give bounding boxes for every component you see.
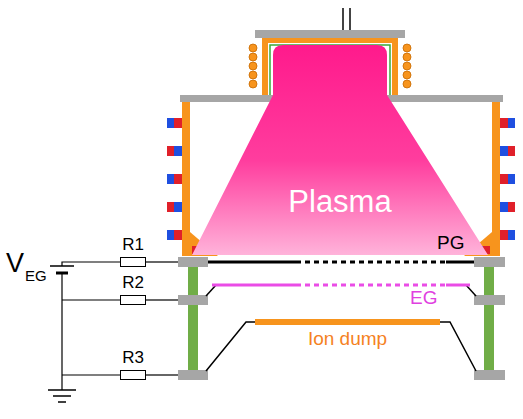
extraction-grid bbox=[212, 284, 296, 287]
magnet bbox=[167, 118, 174, 128]
dump-support bbox=[206, 322, 256, 371]
ion-dump: Ion dump bbox=[255, 319, 440, 350]
magnet bbox=[167, 230, 174, 240]
plasma-grid bbox=[446, 261, 474, 264]
chamber-wall bbox=[492, 102, 500, 256]
plasma-shape bbox=[192, 45, 488, 255]
plasma-grid bbox=[208, 261, 296, 264]
magnet bbox=[500, 202, 508, 212]
ground-symbol bbox=[58, 401, 66, 403]
resistor-symbol: R2 bbox=[118, 274, 148, 305]
wire bbox=[61, 273, 62, 390]
magnet bbox=[167, 174, 174, 184]
magnet bbox=[508, 174, 515, 184]
magnet bbox=[500, 118, 508, 128]
wire bbox=[62, 374, 120, 375]
magnet bbox=[508, 202, 515, 212]
chamber-plate bbox=[387, 95, 503, 102]
extraction-grid bbox=[446, 284, 470, 287]
rf-coil bbox=[403, 71, 411, 79]
rf-coil bbox=[403, 44, 411, 52]
dump-support bbox=[440, 322, 476, 371]
magnet bbox=[174, 230, 182, 240]
magnet bbox=[174, 118, 182, 128]
chamber-wall bbox=[182, 102, 190, 256]
wire bbox=[62, 262, 120, 266]
magnet bbox=[174, 146, 182, 156]
rf-coil bbox=[403, 80, 411, 88]
extraction-grid bbox=[296, 284, 446, 287]
ground-flange bbox=[178, 370, 208, 380]
plasma-shape bbox=[190, 43, 490, 257]
driver-wall bbox=[262, 38, 398, 43]
rf-coil bbox=[249, 44, 257, 52]
insulator bbox=[484, 267, 494, 295]
resistor-symbol: R3 bbox=[118, 349, 148, 380]
ground-symbol bbox=[48, 389, 76, 391]
rf-coil bbox=[249, 71, 257, 79]
insulator bbox=[188, 305, 198, 370]
resistor-label: R2 bbox=[118, 274, 148, 293]
rf-coil bbox=[249, 53, 257, 61]
chamber-plate bbox=[180, 95, 273, 102]
eg-flange bbox=[474, 295, 505, 305]
grid-label: PG bbox=[437, 233, 464, 254]
rf-coil bbox=[403, 53, 411, 61]
grid-label: EG bbox=[410, 288, 437, 309]
wire bbox=[146, 374, 178, 375]
magnet bbox=[174, 174, 182, 184]
wire bbox=[146, 299, 178, 300]
component-label: Ion dump bbox=[255, 329, 440, 350]
rf-coil bbox=[249, 62, 257, 70]
magnet bbox=[500, 146, 508, 156]
region-label: Plasma bbox=[190, 185, 490, 219]
eg-flange bbox=[178, 295, 208, 305]
resistor-label: R3 bbox=[118, 349, 148, 368]
pg-flange bbox=[178, 257, 208, 267]
magnet bbox=[500, 230, 508, 240]
gas-inlet bbox=[342, 8, 344, 31]
ground-flange bbox=[474, 370, 505, 380]
wire bbox=[62, 299, 120, 300]
insulator bbox=[188, 267, 198, 295]
magnet bbox=[174, 202, 182, 212]
driver-wall bbox=[262, 38, 268, 95]
rf-coil bbox=[403, 62, 411, 70]
resistor-symbol bbox=[120, 257, 146, 267]
magnet bbox=[500, 174, 508, 184]
voltage-subscript: EG bbox=[25, 268, 47, 285]
magnet bbox=[167, 146, 174, 156]
driver-wall bbox=[392, 38, 398, 95]
insulator bbox=[484, 305, 494, 370]
magnet bbox=[167, 202, 174, 212]
plasma-grid bbox=[296, 261, 446, 264]
resistor-symbol bbox=[120, 295, 146, 305]
resistor-label: R1 bbox=[118, 236, 148, 255]
eg-support bbox=[466, 285, 476, 296]
gas-inlet bbox=[349, 8, 351, 31]
rf-coil bbox=[249, 80, 257, 88]
eg-support bbox=[206, 285, 216, 296]
ground-symbol bbox=[53, 395, 71, 397]
magnet bbox=[508, 118, 515, 128]
resistor-symbol: R1 bbox=[118, 236, 148, 267]
plasma-region: Plasma bbox=[190, 43, 490, 257]
magnet bbox=[508, 146, 515, 156]
driver-plate bbox=[255, 30, 405, 38]
resistor-symbol bbox=[120, 370, 146, 380]
wire bbox=[146, 261, 178, 262]
voltage-symbol: V bbox=[6, 249, 24, 279]
pg-flange bbox=[474, 257, 505, 267]
magnet bbox=[508, 230, 515, 240]
ion-dump-plate bbox=[255, 319, 440, 325]
